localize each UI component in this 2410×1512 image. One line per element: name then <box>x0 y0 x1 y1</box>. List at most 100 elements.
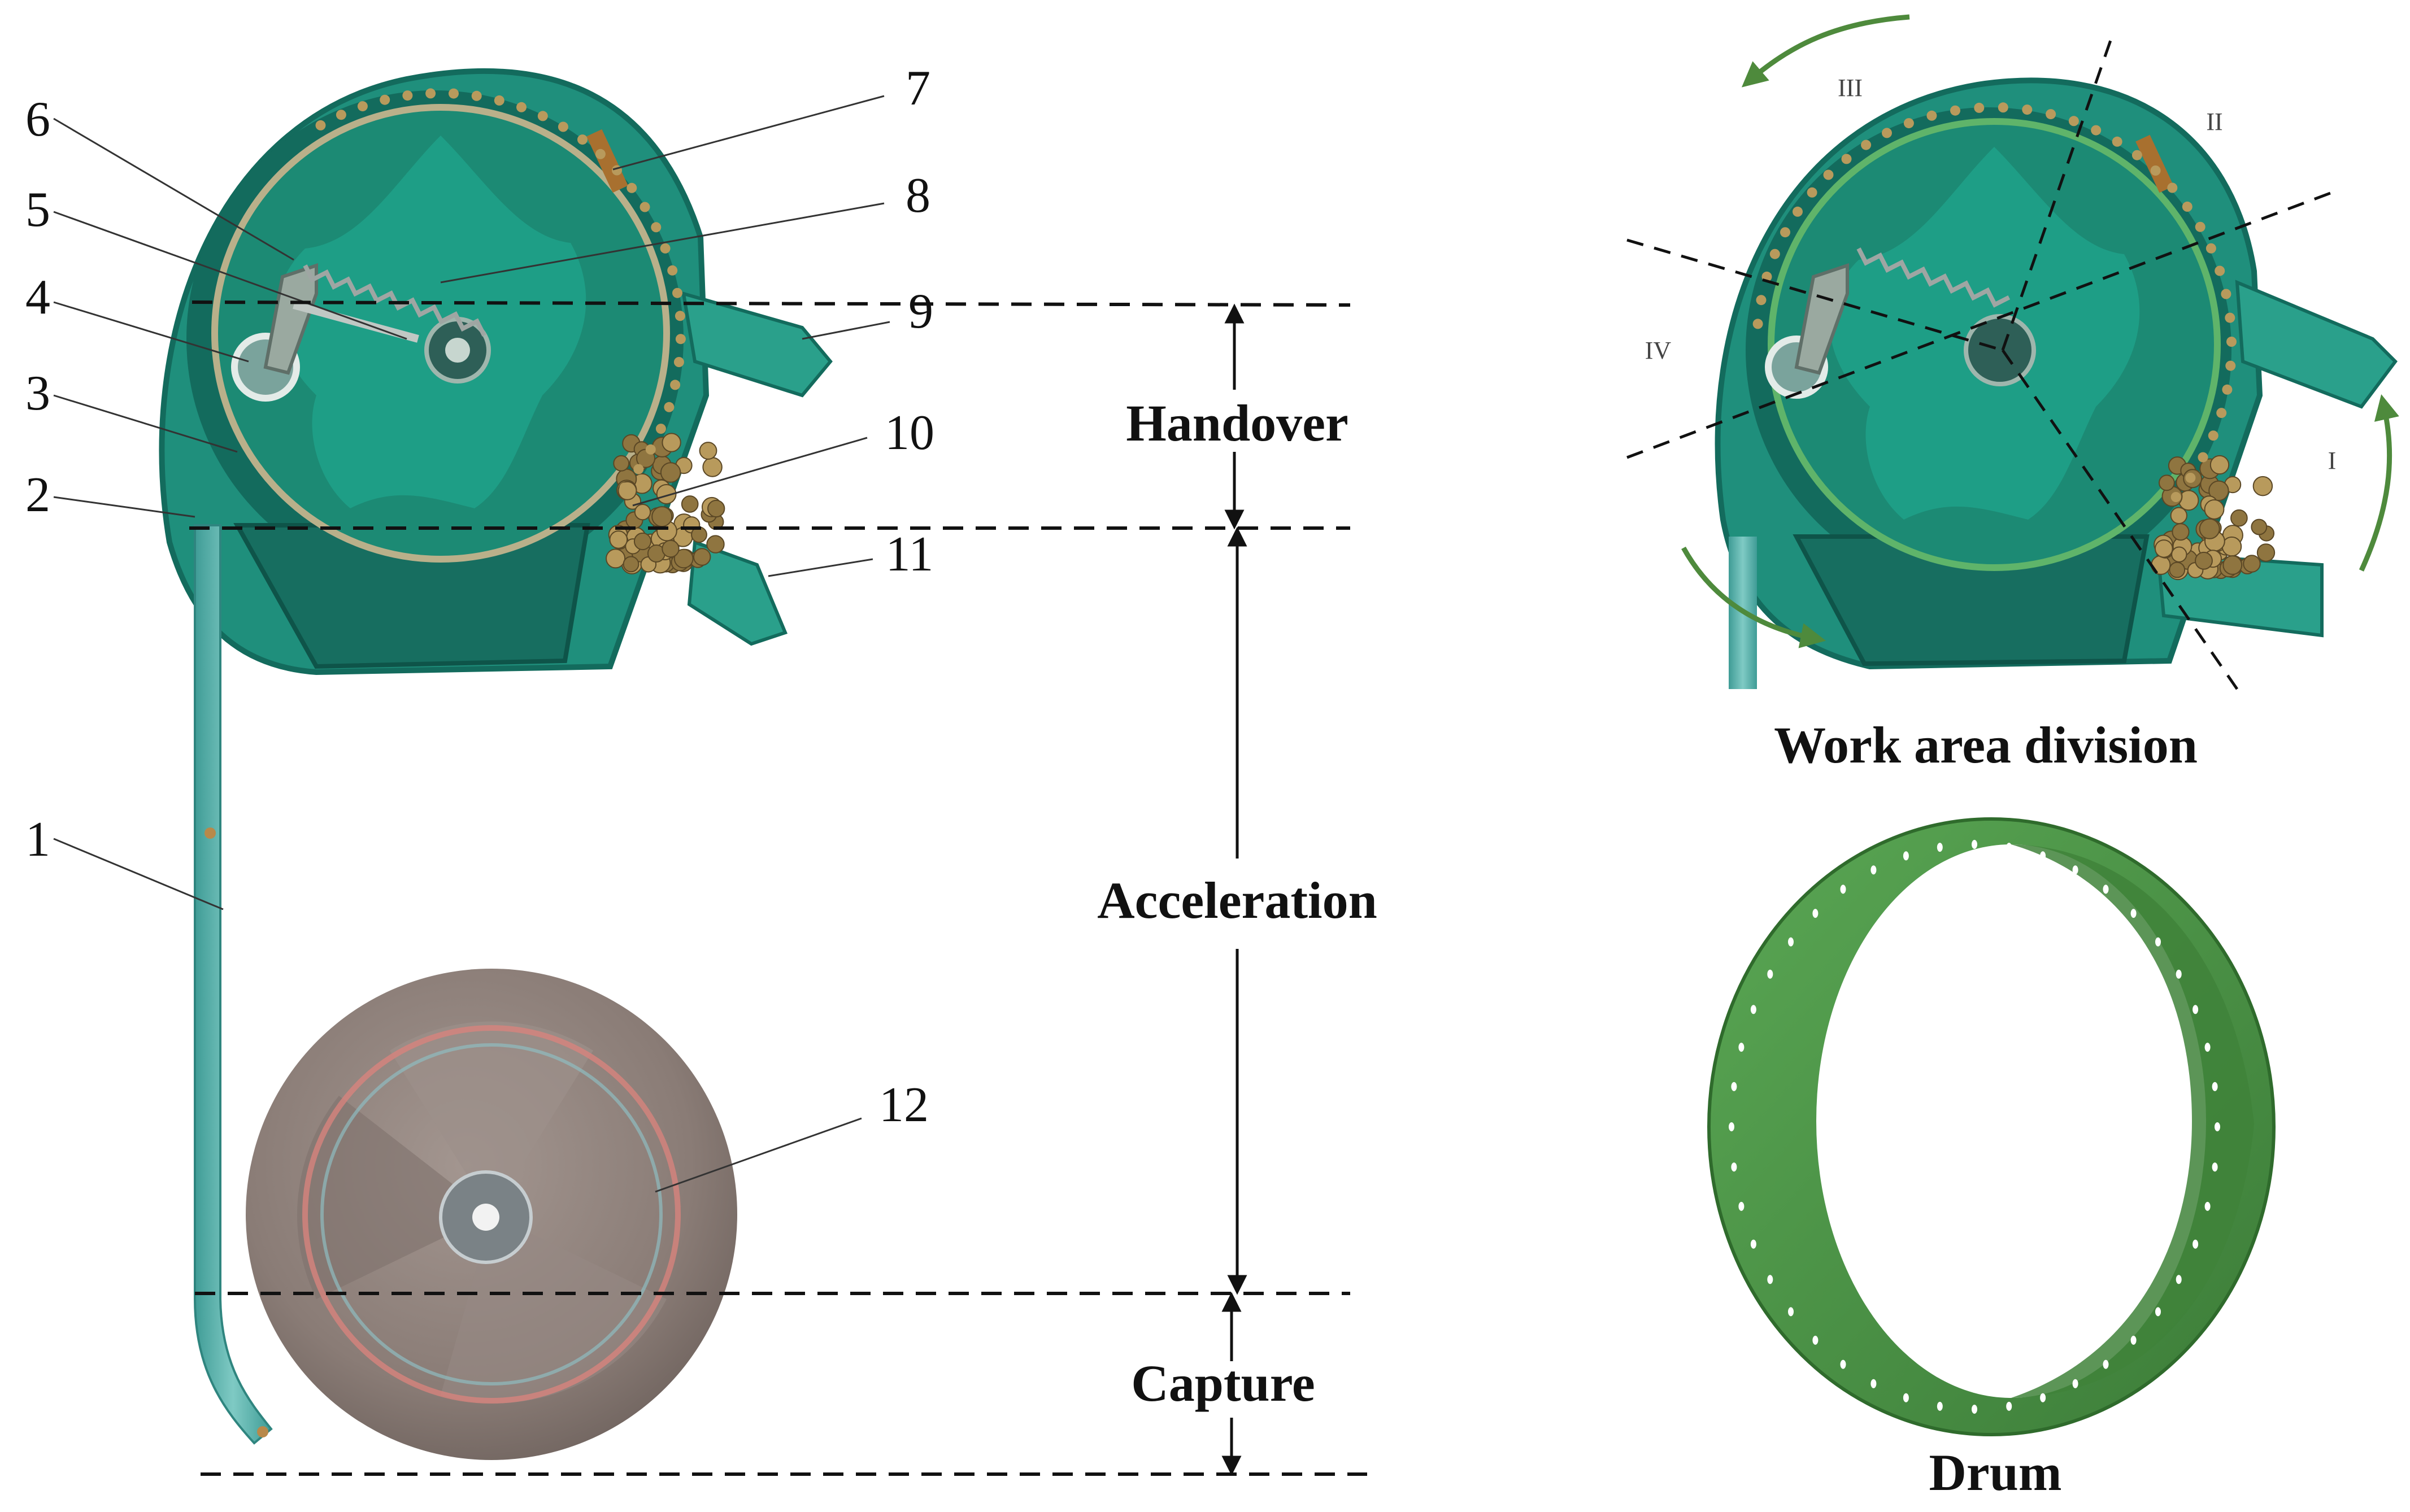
rim-seed <box>2205 243 2216 254</box>
rim-seed <box>619 482 630 493</box>
rim-seed <box>558 121 568 132</box>
caption-work-area: Work area division <box>1774 716 2198 774</box>
drum-hole <box>1738 1043 1745 1052</box>
rim-seed <box>1769 249 1780 259</box>
seed <box>662 433 681 452</box>
leader-line-2 <box>53 496 195 518</box>
seed <box>660 462 681 483</box>
rim-seed <box>2216 408 2227 419</box>
rim-seed <box>537 111 548 121</box>
spoked-disc <box>276 136 586 508</box>
drum-hole <box>2204 1043 2211 1052</box>
seed <box>2230 509 2248 527</box>
part-number-9: 9 <box>908 284 933 339</box>
rim-seed <box>2198 452 2208 463</box>
rim-seed <box>1861 140 1872 150</box>
rim-seed <box>336 110 346 120</box>
rim-seed <box>595 149 606 159</box>
drum-hole <box>1937 843 1943 852</box>
drum-hole <box>2212 1162 2218 1172</box>
drum-hole <box>2212 1082 2218 1091</box>
seed <box>2243 555 2261 573</box>
drum-holes <box>1729 840 2220 1414</box>
work-area-view: I II III IV <box>1626 14 2399 690</box>
drum-hole <box>1903 851 1909 861</box>
drum-hole <box>2072 1379 2078 1388</box>
rotation-arrows <box>1681 14 2399 648</box>
leader-line-10 <box>632 437 868 507</box>
drum-hole <box>1972 840 1977 849</box>
rim-seed <box>1823 169 1834 180</box>
main-device <box>159 68 833 1460</box>
rim-seed <box>516 102 527 112</box>
rim-seed <box>2208 430 2218 441</box>
drum-hole <box>2006 843 2012 852</box>
rim-seed <box>2170 492 2181 502</box>
drum-hole <box>2176 969 2182 979</box>
rotation-arrow-right <box>2359 394 2399 572</box>
rim-seed <box>2226 337 2237 347</box>
drum-inner-opening <box>1816 844 2206 1398</box>
rim-seed <box>667 265 678 276</box>
rim-seed <box>1903 118 1914 129</box>
region-label-I: I <box>2328 447 2337 474</box>
part-number-10: 10 <box>885 406 934 460</box>
rim-seed <box>1756 295 1767 306</box>
drum-hole <box>1870 865 1877 875</box>
rim-seed <box>627 182 637 193</box>
rim-seed <box>2225 360 2236 371</box>
seed <box>2154 539 2173 558</box>
leader-line-6 <box>53 117 294 261</box>
drum-hole <box>1750 1239 1756 1249</box>
part-number-2: 2 <box>25 468 50 522</box>
leader-line-1 <box>53 838 224 910</box>
seed <box>2251 518 2268 535</box>
rim-seed <box>2222 384 2233 395</box>
seed <box>2172 523 2190 541</box>
part-number-4: 4 <box>25 270 50 325</box>
part-number-11: 11 <box>886 527 934 582</box>
drum-hole <box>1750 1005 1756 1014</box>
seed <box>2169 561 2186 578</box>
seed <box>706 535 725 554</box>
drum-hole <box>2040 851 2046 861</box>
region-label-IV: IV <box>1645 337 1672 364</box>
rim-seed <box>2131 150 2142 160</box>
rim-seed <box>2046 109 2056 120</box>
zone-dividers <box>189 300 1367 1476</box>
handover-top-line <box>192 300 1351 307</box>
tube-seed <box>205 827 216 839</box>
drum-hole <box>1731 1162 1737 1172</box>
rim-seeds <box>315 88 686 493</box>
wa-spring <box>1856 247 2011 308</box>
drum-hole <box>2040 1393 2046 1402</box>
part-number-3: 3 <box>25 366 50 421</box>
drum-hole <box>2193 1239 2199 1249</box>
rim-seed <box>1926 110 1937 121</box>
drum-hole <box>1729 1122 1734 1131</box>
zone-arrows <box>1221 303 1247 1476</box>
seed <box>699 442 717 460</box>
caption-drum: Drum <box>1929 1444 2061 1501</box>
seed <box>623 556 640 573</box>
drum-hole <box>1812 1335 1819 1345</box>
rim-seed <box>2185 473 2196 483</box>
capture-disc-sector <box>390 1021 593 1214</box>
seed <box>613 455 630 472</box>
drum-hole <box>1903 1393 1909 1402</box>
rim-seed <box>1793 206 1803 217</box>
seed <box>656 483 677 504</box>
rim-seed <box>1841 154 1852 164</box>
drum-hole <box>2155 1307 2161 1317</box>
rim-seed <box>2225 312 2235 323</box>
drum-hole <box>1840 1360 1846 1369</box>
drum-hole <box>1937 1401 1943 1411</box>
seed <box>651 506 673 528</box>
rim-seed <box>1882 128 1892 138</box>
rim-seed <box>672 287 682 298</box>
part-number-12: 12 <box>879 1078 929 1132</box>
seed <box>2252 476 2273 496</box>
zone-label-handover: Handover <box>1126 394 1348 452</box>
leader-line-4 <box>53 301 249 363</box>
